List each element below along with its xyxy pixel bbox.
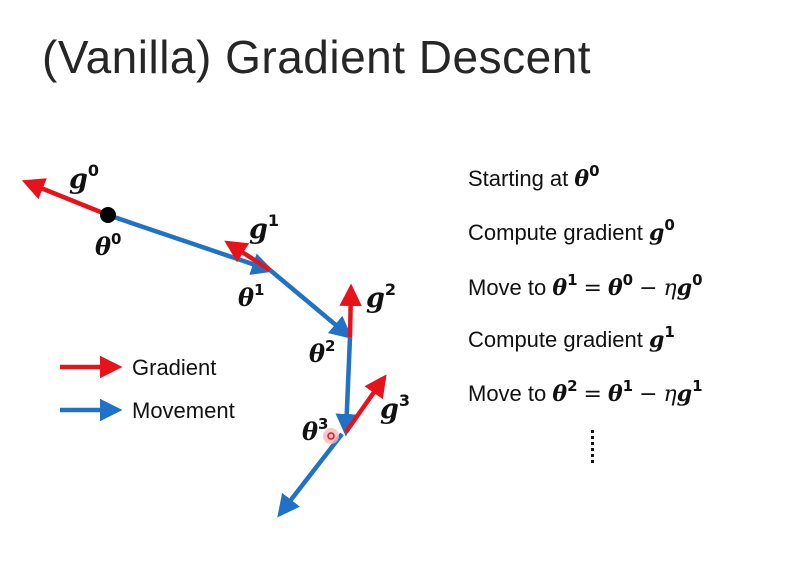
movement-arrow-2 [268,268,353,339]
step-4: Compute gradient g1 [468,323,675,353]
movement-arrow-1 [107,212,275,275]
gradient-arrow-g1 [224,240,272,272]
g0-label: g0 [69,161,99,195]
g3-label: g3 [380,391,410,425]
start-point-dot [100,207,116,223]
step-3: Move to θ1=θ0−ηg0 [468,271,703,301]
theta1-label: θ1 [238,281,264,312]
step-1: Starting at θ0 [468,162,600,192]
legend-movement-label: Movement [132,398,235,423]
step-5: Move to θ2=θ1−ηg1 [468,377,703,407]
gradient-arrow-g3 [344,374,387,434]
cursor-dot [327,432,335,440]
g1-label: g1 [249,211,279,245]
theta3-label: θ3 [302,415,328,446]
movement-arrow-3 [335,336,358,437]
g2-label: g2 [366,280,396,314]
step-2: Compute gradient g0 [468,216,675,246]
ellipsis [591,430,595,466]
slide-title: (Vanilla) Gradient Descent [42,31,592,83]
theta0-label: θ0 [95,230,121,261]
gradient-arrow-g2 [339,283,362,338]
cursor-highlight [323,428,339,444]
movement-arrow-4 [277,432,344,518]
legend-gradient-label: Gradient [132,355,217,380]
gradient-arrow-g0 [21,178,109,218]
theta2-label: θ2 [309,337,335,368]
